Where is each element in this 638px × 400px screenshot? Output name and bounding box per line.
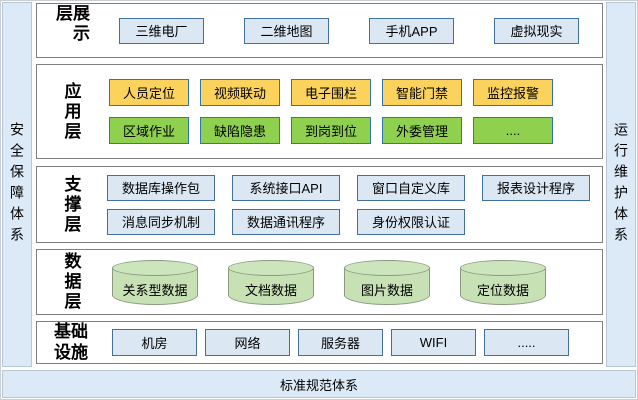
application-item: 电子围栏: [291, 79, 371, 106]
support-item: 窗口自定义库: [357, 174, 465, 201]
database-cylinder: 定位数据: [460, 259, 546, 305]
infrastructure-item: 服务器: [298, 329, 383, 356]
application-row-1: 人员定位 视频联动 电子围栏 智能门禁 监控报警: [105, 79, 602, 106]
infrastructure-item: 机房: [112, 329, 197, 356]
infrastructure-item: 网络: [205, 329, 290, 356]
support-row-2: 消息同步机制 数据通讯程序 身份权限认证: [105, 208, 602, 235]
support-item: 身份权限认证: [357, 208, 465, 235]
layer-application: 应用层 人员定位 视频联动 电子围栏 智能门禁 监控报警 区域作业 缺陷隐患 到…: [36, 64, 603, 159]
security-pillar: 安全保障体系: [2, 2, 32, 367]
infrastructure-item: .....: [484, 329, 569, 356]
support-item: 报表设计程序: [482, 174, 590, 201]
layer-support-label: 支撑层: [61, 174, 81, 235]
application-item: ....: [473, 117, 553, 144]
operations-pillar: 运行维护体系: [606, 2, 636, 367]
database-cylinder-label: 关系型数据: [122, 282, 188, 298]
support-row-1: 数据库操作包 系统接口API 窗口自定义库 报表设计程序: [105, 174, 602, 201]
cylinder-top-ellipse: [228, 259, 314, 276]
presentation-item: 三维电厂: [119, 17, 204, 44]
application-item: 外委管理: [382, 117, 462, 144]
layer-data-label: 数据层: [61, 252, 81, 312]
cylinder-top-ellipse: [460, 259, 546, 276]
layer-presentation: 展示层 三维电厂 二维地图 手机APP 虚拟现实: [36, 3, 603, 58]
infrastructure-item: WIFI: [391, 329, 476, 356]
application-item: 到岗到位: [291, 117, 371, 144]
application-item: 缺陷隐患: [200, 117, 280, 144]
layer-presentation-label: 展示层: [53, 4, 89, 44]
database-cylinder: 关系型数据: [112, 259, 198, 305]
presentation-item: 二维地图: [244, 17, 329, 44]
presentation-item: 手机APP: [369, 17, 454, 44]
infrastructure-row: 机房 网络 服务器 WIFI .....: [105, 329, 602, 356]
support-item: 系统接口API: [232, 174, 340, 201]
application-item: 区域作业: [109, 117, 189, 144]
standards-bar-label: 标准规范体系: [279, 377, 358, 393]
cylinder-top-ellipse: [344, 259, 430, 276]
database-cylinder: 文档数据: [228, 259, 314, 305]
application-item: 智能门禁: [382, 79, 462, 106]
layer-infrastructure-label: 基础设施: [54, 322, 88, 362]
database-cylinder-label: 图片数据: [360, 282, 413, 298]
standards-bar: 标准规范体系: [2, 370, 636, 398]
support-item: 数据通讯程序: [232, 208, 340, 235]
security-pillar-label: 安全保障体系: [9, 121, 25, 248]
layer-application-label: 应用层: [61, 81, 81, 142]
layer-infrastructure: 基础设施 机房 网络 服务器 WIFI .....: [36, 321, 603, 364]
application-item: 人员定位: [109, 79, 189, 106]
layer-stack: 展示层 三维电厂 二维地图 手机APP 虚拟现实 应用层 人员定位 视频联动: [36, 3, 603, 364]
support-item: 数据库操作包: [107, 174, 215, 201]
application-item: 视频联动: [200, 79, 280, 106]
cylinder-top-ellipse: [112, 259, 198, 276]
operations-pillar-label: 运行维护体系: [613, 121, 629, 248]
database-cylinder: 图片数据: [344, 259, 430, 305]
presentation-item: 虚拟现实: [494, 17, 579, 44]
support-item: 消息同步机制: [107, 208, 215, 235]
database-cylinder-label: 文档数据: [244, 282, 297, 298]
application-item: 监控报警: [473, 79, 553, 106]
data-row: 关系型数据 文档数据 图片数据 定位数据: [105, 259, 602, 305]
layer-support: 支撑层 数据库操作包 系统接口API 窗口自定义库 报表设计程序 消息同步机制 …: [36, 166, 603, 243]
layer-data: 数据层 关系型数据 文档数据: [36, 249, 603, 315]
database-cylinder-label: 定位数据: [476, 282, 529, 298]
application-row-2: 区域作业 缺陷隐患 到岗到位 外委管理 ....: [105, 117, 602, 144]
presentation-row: 三维电厂 二维地图 手机APP 虚拟现实: [105, 17, 602, 44]
